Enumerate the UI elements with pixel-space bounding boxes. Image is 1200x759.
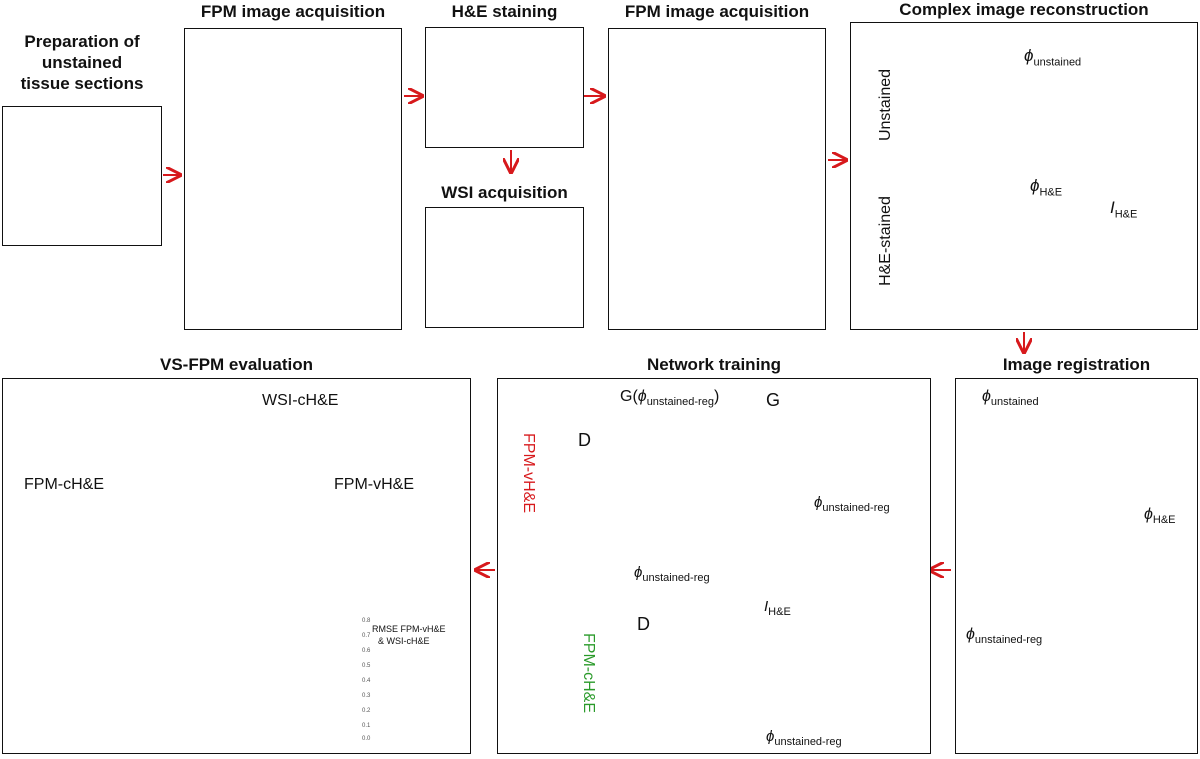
eval-fpm-che-label: FPM-cH&E — [24, 476, 104, 493]
g-output-label: G(ϕunstained-reg) — [620, 388, 720, 409]
evaluation-title: VS-FPM evaluation — [159, 355, 314, 374]
reg-phi-reg: ϕunstained-reg — [966, 626, 1043, 647]
wsi-box — [425, 207, 584, 328]
ytick: 0.2 — [362, 708, 371, 714]
recon-box — [850, 22, 1198, 330]
ytick: 0.3 — [362, 693, 371, 699]
vhe-side-label: FPM-vH&E — [520, 433, 537, 513]
wsi-title: WSI acquisition — [441, 183, 568, 202]
ytick: 0.1 — [362, 723, 371, 729]
recon-phi-unstained: ϕunstained — [1024, 46, 1082, 69]
he-stained-side-label: H&E-stained — [877, 196, 894, 286]
phi-reg-right: ϕunstained-reg — [814, 494, 890, 514]
he-stain-title: H&E staining — [451, 2, 558, 21]
rmse-line2: & WSI-cH&E — [378, 636, 430, 646]
heatmap-yticks: 0.8 0.7 0.6 0.5 0.4 0.3 0.2 0.1 0.0 — [362, 618, 376, 744]
reg-phi-he: ϕH&E — [1144, 506, 1176, 527]
eval-wsi-label: WSI-cH&E — [262, 392, 339, 409]
prep-title-line2: unstained — [41, 53, 123, 72]
prep-title-line1: Preparation of — [24, 32, 140, 51]
ytick: 0.5 — [362, 663, 371, 669]
recon-phi-he: ϕH&E — [1030, 176, 1063, 199]
eval-fpm-vhe-label: FPM-vH&E — [334, 476, 414, 493]
training-title: Network training — [646, 355, 782, 374]
d-label-top: D — [578, 430, 591, 450]
phi-reg-mid: ϕunstained-reg — [634, 564, 710, 584]
g-label: G — [766, 390, 781, 410]
fpm2-title: FPM image acquisition — [624, 2, 810, 21]
prep-title-line3: tissue sections — [20, 74, 144, 93]
training-box — [497, 378, 931, 754]
ytick: 0.0 — [362, 736, 371, 742]
che-side-label: FPM-cH&E — [580, 633, 597, 713]
reg-phi-unstained: ϕunstained — [982, 388, 1039, 409]
training-i-he: IH&E — [764, 598, 791, 618]
rmse-line1: RMSE FPM-vH&E — [372, 624, 446, 634]
ytick: 0.4 — [362, 678, 371, 684]
ytick: 0.8 — [362, 618, 371, 624]
phi-reg-bottom: ϕunstained-reg — [766, 728, 842, 748]
d-label-bottom: D — [637, 614, 650, 634]
ytick: 0.7 — [362, 633, 371, 639]
evaluation-box — [2, 378, 471, 754]
flow-arrows — [163, 96, 1024, 570]
fpm1-title: FPM image acquisition — [200, 2, 386, 21]
ytick: 0.6 — [362, 648, 371, 654]
fpm1-box — [184, 28, 402, 330]
unstained-side-label: Unstained — [877, 68, 894, 142]
recon-title: Complex image reconstruction — [899, 0, 1149, 19]
registration-title: Image registration — [1002, 355, 1151, 374]
prep-box — [2, 106, 162, 246]
recon-i-he: IH&E — [1110, 198, 1138, 221]
he-stain-box — [425, 27, 584, 148]
registration-box — [955, 378, 1198, 754]
fpm2-box — [608, 28, 826, 330]
